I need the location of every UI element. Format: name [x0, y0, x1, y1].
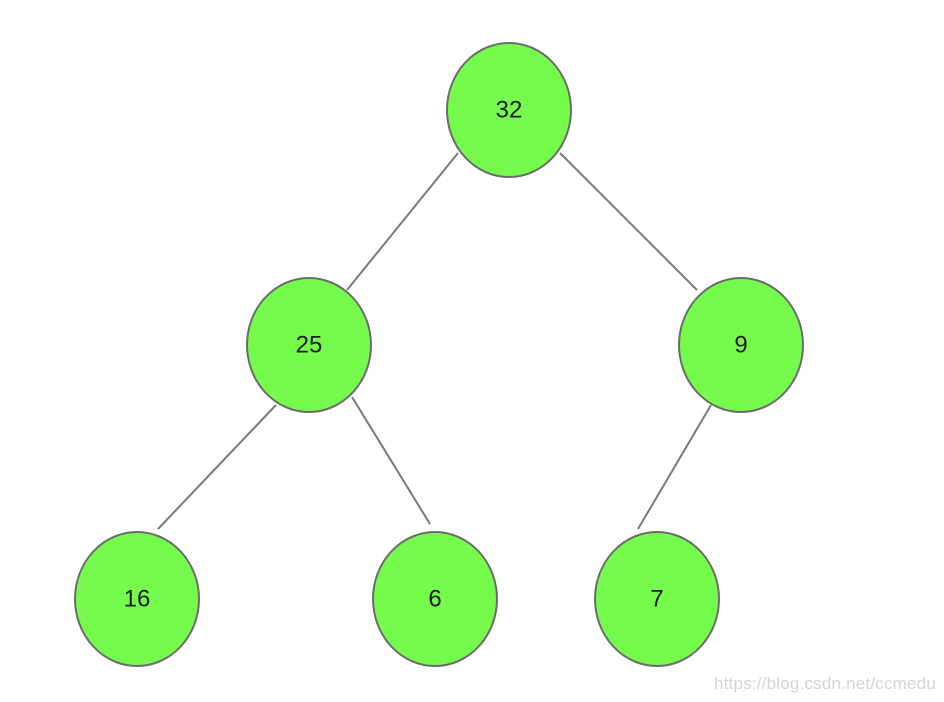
node-circle: [678, 277, 804, 413]
tree-edges: [157, 152, 712, 530]
edge-n32-n9: [559, 152, 698, 291]
tree-node-16: 16: [74, 531, 200, 667]
watermark-url: https://blog.csdn.net/ccmedu: [713, 674, 936, 693]
tree-node-7: 7: [594, 531, 720, 667]
node-label: 6: [428, 586, 441, 613]
node-label: 32: [496, 97, 523, 124]
node-label: 7: [650, 586, 663, 613]
edge-n25-n16: [157, 404, 277, 530]
tree-nodes: 32 25 9 16 6 7: [74, 42, 804, 667]
node-circle: [372, 531, 498, 667]
tree-node-6: 6: [372, 531, 498, 667]
edge-n32-n25: [346, 152, 459, 291]
tree-node-25: 25: [246, 277, 372, 413]
node-circle: [74, 531, 200, 667]
edge-n9-n7: [637, 404, 712, 530]
node-circle: [594, 531, 720, 667]
node-circle: [246, 277, 372, 413]
node-circle: [446, 42, 572, 178]
node-label: 9: [734, 332, 747, 359]
node-label: 25: [296, 332, 323, 359]
tree-node-9: 9: [678, 277, 804, 413]
node-label: 16: [124, 586, 151, 613]
tree-node-32: 32: [446, 42, 572, 178]
edge-n25-n6: [351, 396, 431, 525]
